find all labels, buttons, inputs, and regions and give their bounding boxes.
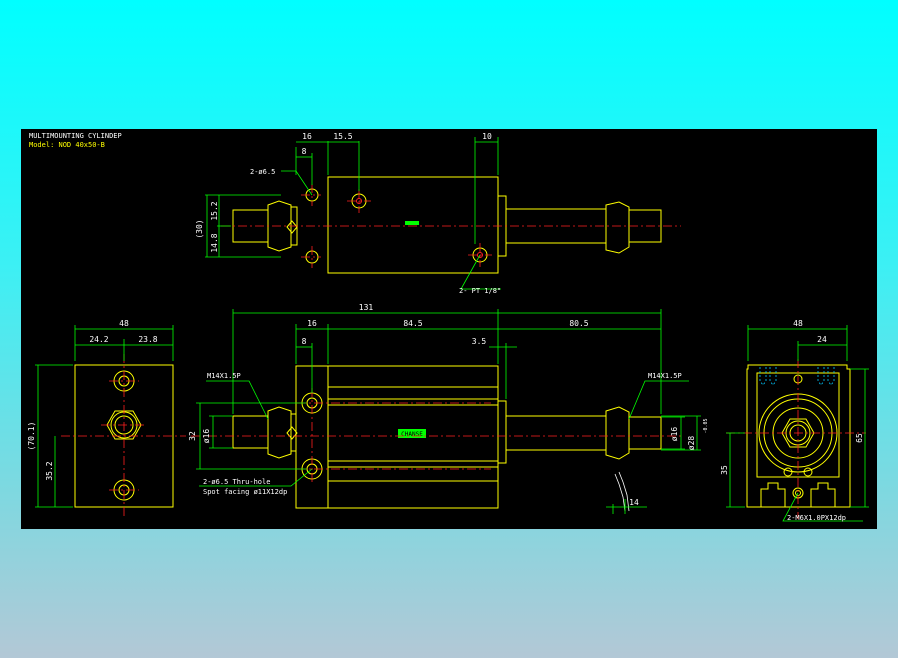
dim-front-80-5: 80.5	[569, 319, 588, 328]
dim-right-35: 35	[720, 465, 729, 475]
callout-spot-facing: Spot facing ø11X12dp	[203, 488, 287, 496]
dim-front-dia28: ø28	[687, 436, 696, 451]
right-body	[746, 364, 851, 508]
callout-right-tapped: 2-M6X1.0PX12dp	[787, 514, 846, 522]
cad-viewport[interactable]: MULTIMOUNTING CYLINDEP Model: NOD 40x50-…	[21, 129, 877, 529]
dim-top-10: 10	[482, 132, 492, 141]
front-nameplate	[398, 429, 426, 438]
dim-front-16: 16	[307, 319, 317, 328]
dim-front-rear-dia16: ø16	[202, 429, 211, 444]
callout-top-holes: 2-ø6.5	[250, 168, 275, 176]
dim-left-70-1: (70.1)	[27, 422, 36, 451]
dim-front-32: 32	[188, 431, 197, 441]
dim-top-15-5: 15.5	[333, 132, 352, 141]
top-rod-nut	[605, 201, 630, 254]
right-t-slot-1	[760, 482, 786, 507]
callout-top-ports: 2- PT 1/8"	[459, 287, 501, 295]
dim-right-65: 65	[855, 433, 864, 443]
dim-top-15-2: 15.2	[210, 201, 219, 220]
top-view: 16 15.5 10 8 (30) 15.2 14.8 2-ø6.5 2- PT…	[195, 132, 681, 295]
dim-front-84-5: 84.5	[403, 319, 422, 328]
dim-left-35-2: 35.2	[45, 461, 54, 480]
dim-front-3-5: 3.5	[472, 337, 487, 346]
drawing-title: MULTIMOUNTING CYLINDEP	[29, 132, 122, 140]
front-rod	[505, 415, 607, 451]
dim-front-rod-dia16: ø16	[670, 427, 679, 442]
front-rear-thread	[232, 415, 269, 449]
callout-thru-hole: 2-ø6.5 Thru-hole	[203, 478, 270, 486]
callout-rear-thread: M14X1.5P	[207, 372, 241, 380]
dim-front-8: 8	[302, 337, 307, 346]
right-tapped-hole-2	[817, 367, 835, 386]
right-end-view: 48 24 65 35 2-M6X1.0PX12dp	[720, 319, 869, 522]
dim-left-48: 48	[119, 319, 129, 328]
dim-front-131: 131	[359, 303, 374, 312]
dim-front-14: 14	[629, 498, 639, 507]
right-t-slot-2	[810, 482, 836, 507]
top-nameplate	[405, 221, 419, 225]
dim-top-30: (30)	[195, 219, 204, 238]
cad-drawing: MULTIMOUNTING CYLINDEP Model: NOD 40x50-…	[27, 132, 869, 522]
dim-top-14-8: 14.8	[210, 233, 219, 252]
dim-right-24: 24	[817, 335, 827, 344]
front-view: CHANSE 131 16 84.5 80.5 8 3.5 32	[188, 303, 709, 514]
dim-top-16: 16	[302, 132, 312, 141]
dim-left-23-8: 23.8	[138, 335, 157, 344]
top-rear-nut	[267, 200, 292, 252]
left-end-view: 48 24.2 23.8 (70.1) 35.2	[27, 319, 186, 517]
callout-rod-thread: M14X1.5P	[648, 372, 682, 380]
model-label: Model: NOD 40x50-B	[29, 141, 105, 149]
tolerance-dia28: -0.05	[703, 418, 709, 433]
right-tapped-hole-1	[759, 367, 777, 386]
nameplate-text: CHANSE	[401, 431, 423, 438]
front-rod-nut	[605, 406, 630, 460]
dim-left-24-2: 24.2	[89, 335, 108, 344]
dim-right-48: 48	[793, 319, 803, 328]
dim-top-8: 8	[302, 147, 307, 156]
